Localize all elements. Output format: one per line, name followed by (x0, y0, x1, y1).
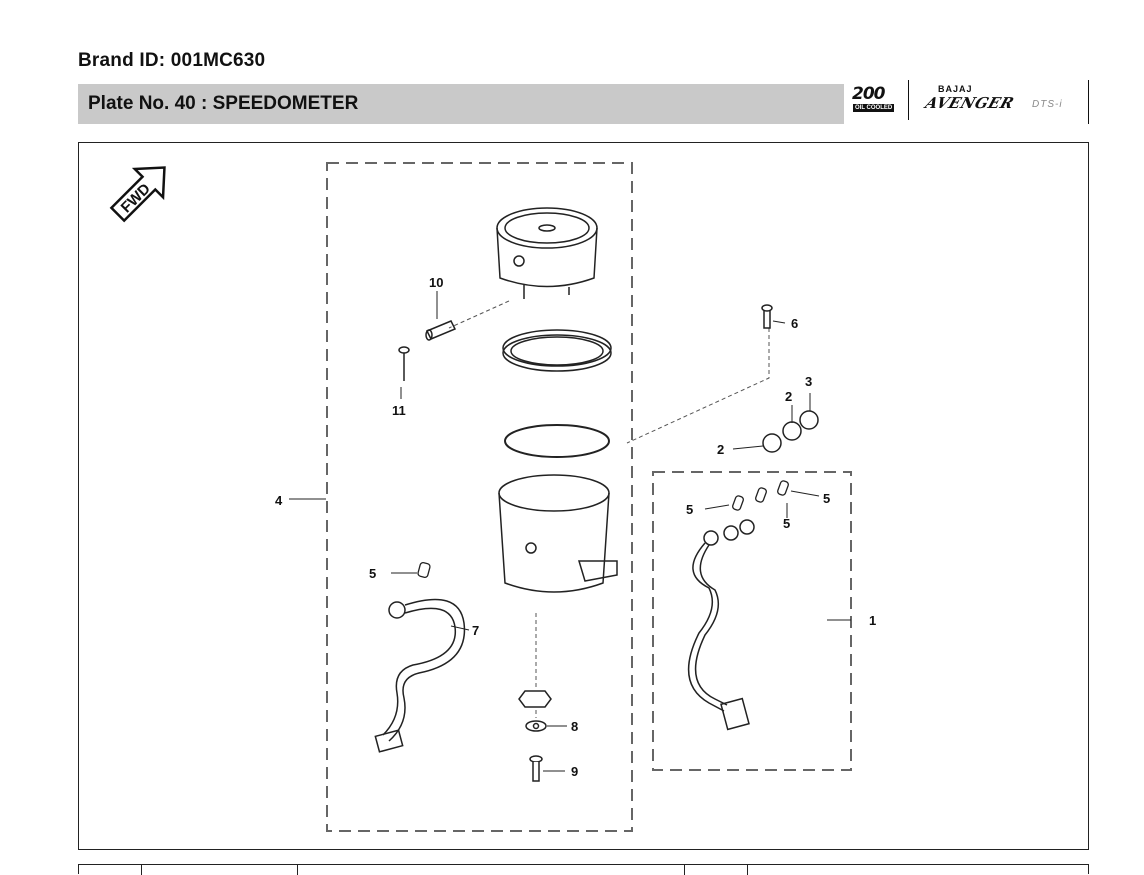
part-6-bolt (761, 304, 773, 329)
callout-leaders (289, 291, 851, 772)
callout-label: 4 (275, 493, 283, 508)
part-5-bulb (417, 561, 431, 579)
callout-label: 5 (369, 566, 376, 581)
table-divider (297, 865, 298, 875)
table-divider (747, 865, 748, 875)
callout-label: 3 (805, 374, 812, 389)
callout-numbers: 1 2 2 3 4 5 5 5 5 6 7 8 9 10 11 (275, 275, 876, 779)
assembly-guides (448, 300, 770, 718)
callout-label: 5 (783, 516, 790, 531)
table-divider (141, 865, 142, 875)
table-divider (684, 865, 685, 875)
parts-table-header (78, 864, 1089, 875)
parts-2-3-bulbs (762, 410, 819, 453)
meter-case (498, 474, 618, 593)
exploded-diagram: FWD (78, 142, 1089, 850)
callout-label: 9 (571, 764, 578, 779)
logo-displacement: 200 (852, 84, 885, 104)
model-logo: 200 OIL COOLED BAJAJ AVENGER DTS-i (846, 80, 1090, 124)
part-7-harness (374, 598, 466, 753)
callout-label: 5 (823, 491, 830, 506)
brand-id: Brand ID: 001MC630 (78, 50, 266, 71)
plate-title: Plate No. 40 : SPEEDOMETER (88, 93, 359, 114)
callout-label: 8 (571, 719, 578, 734)
meter-housing-top (496, 207, 598, 299)
logo-divider (1088, 80, 1089, 124)
callout-label: 6 (791, 316, 798, 331)
callout-label: 1 (869, 613, 876, 628)
parts-5-bulbs (732, 480, 789, 511)
part-11-screw (398, 346, 410, 381)
assembly-4-boundary (326, 162, 633, 832)
callout-label: 2 (785, 389, 792, 404)
o-ring (504, 424, 610, 458)
callout-label: 10 (429, 275, 443, 290)
speedometer-exploded-view: FWD (109, 162, 876, 832)
bezel-ring (502, 329, 612, 372)
logo-model: AVENGER (923, 94, 1017, 112)
part-8-nut-washer (518, 690, 552, 732)
logo-divider (908, 80, 909, 120)
logo-variant: DTS-i (1032, 99, 1063, 110)
callout-label: 2 (717, 442, 724, 457)
logo-maker: BAJAJ (938, 84, 973, 94)
callout-label: 11 (392, 403, 406, 418)
fwd-arrow-icon: FWD (109, 166, 166, 223)
callout-label: 5 (686, 502, 693, 517)
part-9-bolt (529, 755, 543, 782)
plate-title-bar: Plate No. 40 : SPEEDOMETER (78, 84, 844, 124)
callout-label: 7 (472, 623, 479, 638)
part-10-socket (425, 320, 457, 341)
part-1-harness (687, 519, 755, 731)
assembly-1-boundary (652, 471, 852, 771)
logo-oil-cooled: OIL COOLED (853, 104, 895, 112)
